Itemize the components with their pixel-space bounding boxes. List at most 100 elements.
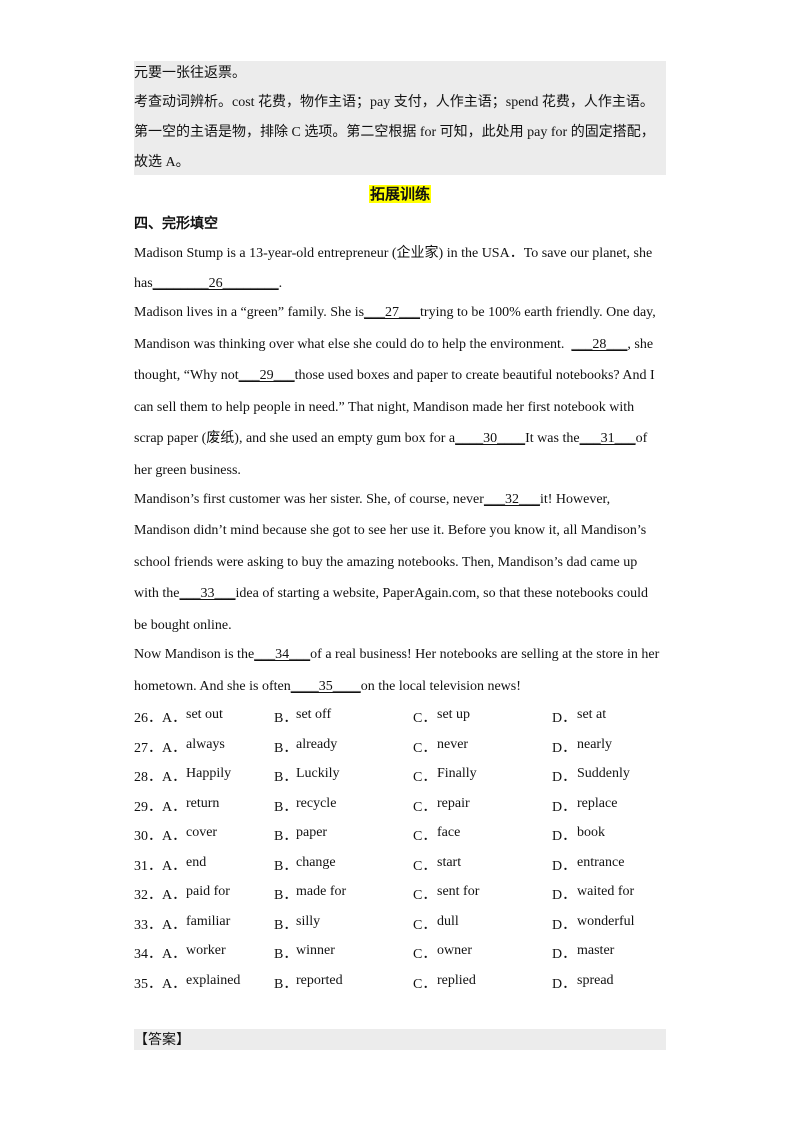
option-b: made for (296, 884, 347, 899)
option-c-label: C． (413, 947, 437, 962)
option-a: familiar (186, 914, 231, 929)
question-number: 28．A． (134, 770, 187, 785)
option-b-label: B． (274, 741, 298, 756)
option-c: replied (437, 973, 476, 988)
option-a: always (186, 737, 225, 752)
option-c-label: C． (413, 888, 437, 903)
option-b: winner (296, 943, 335, 958)
option-c-label: C． (413, 977, 437, 992)
explanation-line: 元要一张往返票。 (134, 66, 246, 81)
passage-text: Now Mandison is the (134, 647, 255, 662)
passage-text: . (278, 276, 283, 291)
option-d: spread (577, 973, 614, 988)
option-d-label: D． (552, 741, 577, 756)
passage-text: trying to be 100% earth friendly. One da… (420, 305, 656, 320)
option-b: silly (296, 914, 321, 929)
option-b-label: B． (274, 711, 298, 726)
passage-line: Madison Stump is a 13-year-old entrepren… (134, 246, 653, 261)
option-row: 27．A． always B． already C． never D． near… (134, 737, 666, 756)
passage-text: Mandison’s first customer was her sister… (134, 492, 484, 507)
option-row: 30．A． cover B． paper C． face D． book (134, 825, 666, 844)
option-d: master (577, 943, 615, 958)
option-d-label: D． (552, 947, 577, 962)
option-d-label: D． (552, 770, 577, 785)
question-number: 35．A． (134, 977, 187, 992)
question-number: 29．A． (134, 800, 187, 815)
passage-text: Madison lives in a “green” family. She i… (134, 305, 365, 320)
passage-line: has________26________. (134, 275, 282, 293)
passage-text: those used boxes and paper to create bea… (294, 368, 655, 383)
option-a: paid for (186, 884, 230, 899)
section-title: 四、完形填空 (134, 216, 218, 232)
blank-31: ___31___ (579, 431, 636, 446)
option-a: cover (186, 825, 218, 840)
option-row: 34．A． worker B． winner C． owner D． maste… (134, 943, 666, 962)
section-heading: 拓展训练 (0, 183, 800, 204)
option-c-label: C． (413, 741, 437, 756)
option-c-label: C． (413, 800, 437, 815)
option-b: paper (296, 825, 328, 840)
explanation-line: 故选 A。 (134, 155, 190, 170)
passage-text: with the (134, 586, 180, 601)
passage-line: school friends were asking to buy the am… (134, 555, 638, 570)
passage-line: Madison lives in a “green” family. She i… (134, 304, 656, 322)
option-d-label: D． (552, 859, 577, 874)
option-row: 26．A． set out B． set off C． set up D． se… (134, 707, 666, 726)
option-a: return (186, 796, 220, 811)
option-b: reported (296, 973, 343, 988)
option-b: already (296, 737, 338, 752)
option-b: Luckily (296, 766, 340, 781)
passage-text: scrap paper (废纸), and she used an empty … (134, 431, 456, 446)
option-b: set off (296, 707, 332, 722)
passage-line: her green business. (134, 463, 241, 478)
option-c-label: C． (413, 829, 437, 844)
option-row: 35．A． explained B． reported C． replied D… (134, 973, 666, 992)
option-a: set out (186, 707, 223, 722)
option-c: sent for (437, 884, 480, 899)
option-c: start (437, 855, 462, 870)
blank-34: ___34___ (254, 647, 311, 662)
passage-text: on the local television news! (360, 679, 521, 694)
option-b-label: B． (274, 918, 298, 933)
option-row: 31．A． end B． change C． start D． entrance (134, 855, 666, 874)
blank-28: ___28___ (571, 337, 628, 352)
passage-text: It was the (525, 431, 580, 446)
option-d-label: D． (552, 711, 577, 726)
blank-26: ________26________ (152, 276, 279, 291)
passage-text: of a real business! Her notebooks are se… (310, 647, 660, 662)
passage-text: thought, “Why not (134, 368, 239, 383)
option-b-label: B． (274, 770, 298, 785)
option-row: 28．A． Happily B． Luckily C． Finally D． S… (134, 766, 666, 785)
option-a: end (186, 855, 207, 870)
heading-text: 拓展训练 (368, 185, 431, 203)
option-d-label: D． (552, 918, 577, 933)
option-d-label: D． (552, 829, 577, 844)
option-row: 33．A． familiar B． silly C． dull D． wonde… (134, 914, 666, 933)
option-b-label: B． (274, 888, 298, 903)
question-number: 34．A． (134, 947, 187, 962)
passage-line: with the___33___idea of starting a websi… (134, 585, 648, 603)
question-number: 33．A． (134, 918, 187, 933)
option-b: recycle (296, 796, 337, 811)
answer-label: 【答案】 (134, 1032, 190, 1048)
option-d: Suddenly (577, 766, 630, 781)
option-d: book (577, 825, 605, 840)
passage-line: hometown. And she is often____35____on t… (134, 678, 521, 696)
answer-box (134, 1029, 666, 1050)
option-d: wonderful (577, 914, 635, 929)
passage-text: has (134, 276, 153, 291)
option-b-label: B． (274, 859, 298, 874)
explanation-line: 第一空的主语是物，排除 C 选项。第二空根据 for 可知，此处用 pay fo… (134, 125, 655, 140)
question-number: 30．A． (134, 829, 187, 844)
explanation-box (134, 61, 666, 175)
option-row: 32．A． paid for B． made for C． sent for D… (134, 884, 666, 903)
option-d-label: D． (552, 977, 577, 992)
option-b: change (296, 855, 336, 870)
option-d-label: D． (552, 888, 577, 903)
passage-line: thought, “Why not___29___those used boxe… (134, 367, 655, 385)
blank-27: ___27___ (364, 305, 421, 320)
option-d: waited for (577, 884, 635, 899)
passage-line: scrap paper (废纸), and she used an empty … (134, 430, 647, 448)
option-c-label: C． (413, 859, 437, 874)
option-row: 29．A． return B． recycle C． repair D． rep… (134, 796, 666, 815)
